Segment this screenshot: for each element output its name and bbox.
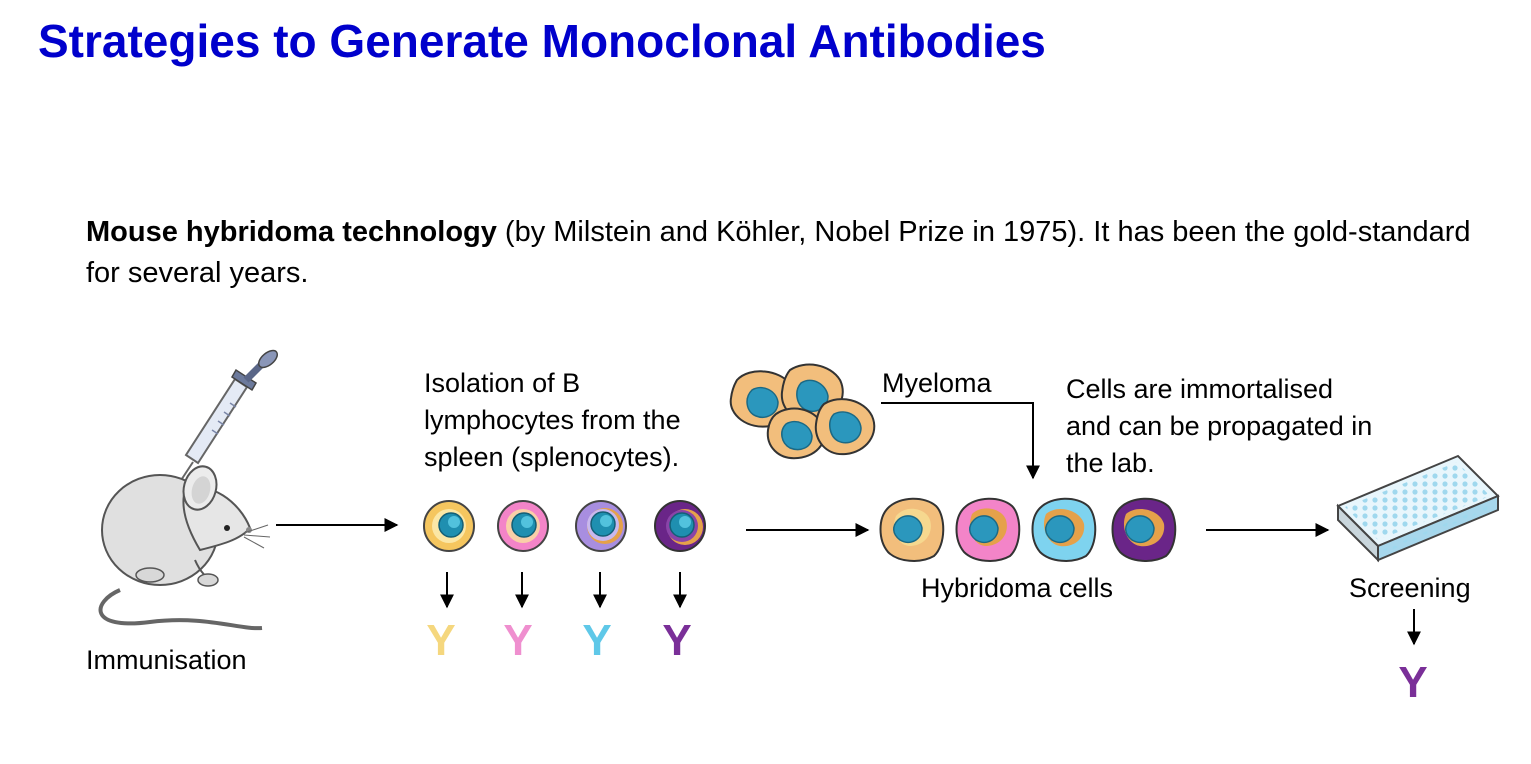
hybridoma-cell-purple [1111,497,1177,562]
myeloma-cell [766,407,826,460]
immortal-line-2: and can be propagated in [1066,411,1373,441]
antibody-screened: Y [1398,658,1427,707]
hybridoma-cell-cyan [1031,497,1097,562]
lymphocyte-yellow [423,500,475,552]
immortal-line-1: Cells are immortalised [1066,374,1334,404]
arrow-myeloma-to-hybridoma [881,402,1040,480]
well-plate-icon [1336,454,1500,563]
lymphocyte-purple [654,500,706,552]
myeloma-cell [814,398,876,456]
mouse-icon [98,465,271,631]
isolation-line-3: spleen (splenocytes). [424,442,680,472]
myeloma-label: Myeloma [882,368,992,398]
isolation-label: Isolation of B lymphocytes from the sple… [424,365,681,476]
intro-bold: Mouse hybridoma technology [86,216,497,248]
immortal-label: Cells are immortalised and can be propag… [1066,371,1372,482]
myeloma-cells-icon [729,363,876,460]
page-title: Strategies to Generate Monoclonal Antibo… [38,15,1046,67]
intro-rest: (by Milstein and Köhler, Nobel Prize in … [86,216,1471,289]
immunisation-label: Immunisation [86,645,247,675]
antibody-pink: Y [503,616,532,665]
intro-paragraph: Mouse hybridoma technology (by Milstein … [86,212,1486,294]
screening-label: Screening [1349,573,1471,603]
hybridoma-cell-yellow [879,497,945,562]
antibody-purple: Y [662,616,691,665]
lymphocyte-pink [497,500,549,552]
hybridoma-cell-pink [955,497,1021,562]
syringe-icon [167,349,279,501]
immortal-line-3: the lab. [1066,448,1155,478]
isolation-line-2: lymphocytes from the [424,405,681,435]
antibody-yellow: Y [426,616,455,665]
antibody-cyan: Y [582,616,611,665]
lymphocyte-lavender [575,500,627,552]
isolation-line-1: Isolation of B [424,368,581,398]
hybridoma-label: Hybridoma cells [921,573,1114,603]
